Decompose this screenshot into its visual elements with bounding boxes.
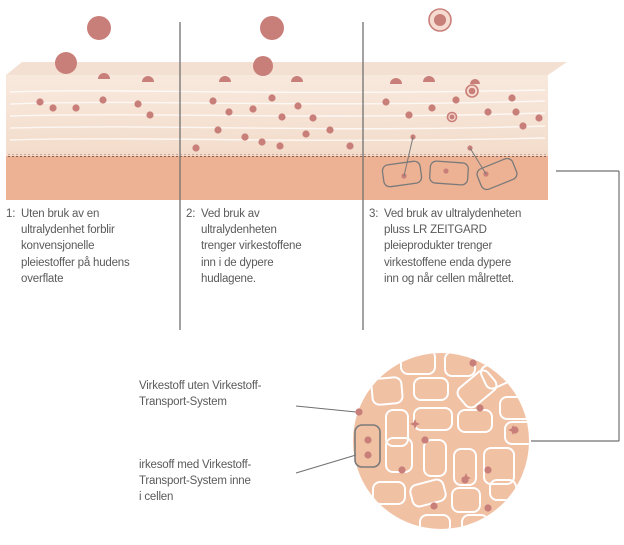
particle-small [209, 97, 216, 104]
particle-small [519, 122, 526, 129]
particle-small [241, 133, 248, 140]
caption-1-line: konvensjonelle [21, 238, 178, 254]
legend-with-transport: irkesoff med Virkestoff- Transport-Syste… [139, 457, 309, 506]
particle-small [302, 130, 309, 137]
particle [461, 476, 468, 483]
caption-1-line: overflate [21, 271, 178, 287]
caption-3-line: pluss LR ZEITGARD [384, 222, 569, 238]
caption-2: 2: Ved bruk av ultralydenheten trenger v… [186, 206, 358, 287]
particle [364, 451, 371, 458]
legend-without-line: Transport-System [139, 394, 309, 410]
particle-small [294, 102, 301, 109]
particle-small [452, 96, 459, 103]
particle-small [225, 108, 232, 115]
particle [430, 502, 437, 509]
particle-small [146, 111, 153, 118]
caption-1-number: 1: [6, 206, 15, 222]
caption-3-line: virkestoffene enda dypere [384, 255, 569, 271]
caption-1-line: ultralydenhet forblir [21, 222, 178, 238]
legend-with-line: i cellen [139, 489, 309, 505]
particle-small [484, 108, 491, 115]
caption-2-line: Ved bruk av [201, 206, 358, 222]
particle [364, 436, 371, 443]
particle-small [249, 105, 256, 112]
particle-small [134, 100, 141, 107]
particle-small [192, 144, 199, 151]
caption-3: 3: Ved bruk av ultralydenheten pluss LR … [369, 206, 569, 287]
particle-small [276, 142, 283, 149]
particle-small [309, 114, 316, 121]
particle-small [72, 104, 79, 111]
caption-2-line: hudlagene. [201, 271, 358, 287]
caption-3-line: Ved bruk av ultralydenheten [384, 206, 569, 222]
caption-3-line: pleieprodukter trenger [384, 238, 569, 254]
encapsulated-core [434, 14, 446, 26]
particle-large [87, 16, 111, 40]
legend-with-line: Transport-System inne [139, 473, 309, 489]
particle-small [512, 108, 519, 115]
caption-2-line: inn i de dypere [201, 255, 358, 271]
zoomed-cell-circle [353, 350, 539, 533]
particle-large [55, 52, 77, 74]
caption-2-number: 2: [186, 206, 195, 222]
legend-with-line: irkesoff med Virkestoff- [139, 457, 309, 473]
particle-small [214, 126, 221, 133]
particle-small [49, 104, 56, 111]
encapsulated-core [450, 115, 455, 120]
caption-1-line: Uten bruk av en [21, 206, 178, 222]
caption-3-number: 3: [369, 206, 378, 222]
encapsulated-core [469, 88, 476, 95]
particle-small [428, 104, 435, 111]
basal-membrane-dots [6, 154, 548, 157]
particle [484, 466, 491, 473]
particle-small [346, 142, 353, 149]
particle-large [253, 56, 273, 76]
particle [469, 359, 476, 366]
caption-1-line: pleiestoffer på hudens [21, 255, 178, 271]
caption-2-line: trenger virkestoffene [201, 238, 358, 254]
dermis-layer [6, 156, 548, 200]
particle-small [258, 138, 265, 145]
caption-3-line: inn og når cellen målrettet. [384, 271, 569, 287]
particle-in-cell [443, 168, 448, 173]
particle-large [260, 16, 284, 40]
particle [421, 436, 428, 443]
particle-small [382, 98, 389, 105]
caption-2-line: ultralydenheten [201, 222, 358, 238]
particle-small [326, 126, 333, 133]
caption-1: 1: Uten bruk av en ultralydenhet forblir… [6, 206, 178, 287]
particle-small [36, 98, 43, 105]
legend-without-line: Virkestoff uten Virkestoff- [139, 378, 309, 394]
particle-small [278, 113, 285, 120]
particle [355, 408, 362, 415]
epidermis-top-face [6, 62, 567, 75]
skin-cross-section [6, 62, 567, 200]
particle-small [405, 111, 412, 118]
particle [398, 466, 405, 473]
particle-small [268, 94, 275, 101]
particle [484, 504, 491, 511]
particle [511, 426, 518, 433]
legend-without-transport: Virkestoff uten Virkestoff- Transport-Sy… [139, 378, 309, 410]
particle [476, 404, 483, 411]
particle-small [508, 94, 515, 101]
particle-small [99, 96, 106, 103]
particle-small [535, 114, 542, 121]
